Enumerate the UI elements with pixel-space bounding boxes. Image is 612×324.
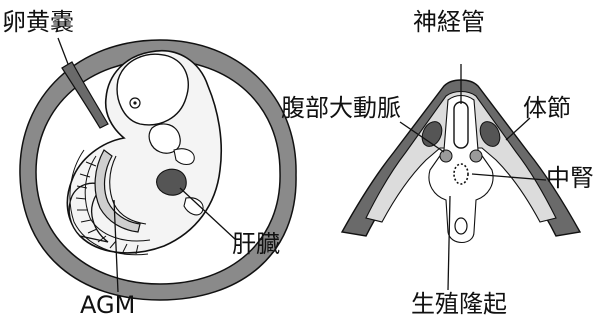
- label-liver: 肝臓: [232, 232, 280, 256]
- label-neural-tube: 神経管: [413, 10, 485, 34]
- pointer-yolk-sac: [58, 38, 68, 64]
- label-somite: 体節: [523, 96, 571, 120]
- aorta-right: [470, 150, 482, 162]
- label-dorsal-aorta: 腹部大動脈: [281, 96, 401, 120]
- label-genital-ridge: 生殖隆起: [411, 292, 507, 316]
- embryo-pupil: [133, 101, 136, 104]
- aorta-left: [440, 150, 452, 162]
- mesonephros: [454, 164, 468, 184]
- gut-loop: [455, 218, 467, 234]
- label-agm: AGM: [80, 293, 135, 317]
- label-mesonephros: 中腎: [546, 166, 594, 190]
- embryo-liver: [157, 169, 187, 195]
- embryo-panel: [20, 38, 296, 300]
- label-yolk-sac: 卵黄嚢: [2, 10, 74, 34]
- neural-tube: [454, 102, 468, 148]
